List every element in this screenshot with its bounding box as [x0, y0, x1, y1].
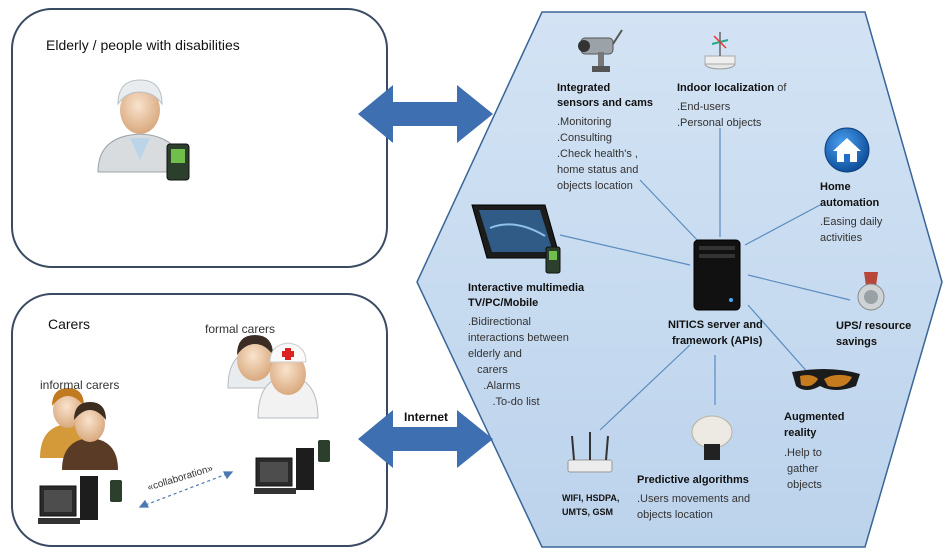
indoor-item: .End-users [677, 101, 731, 113]
predictive-title: Predictive algorithms [637, 474, 749, 486]
multimedia-item: carers [468, 364, 508, 376]
informal-carers-icon [40, 388, 118, 470]
server-label-line2: framework (APIs) [672, 335, 763, 347]
camera-icon [578, 29, 623, 72]
wireless-label-line1: WIFI, HSDPA, [562, 493, 620, 503]
sensors-item: .Check health's , [557, 148, 638, 160]
ar-glasses-icon [792, 368, 860, 390]
server-label-line1: NITICS server and [668, 319, 763, 331]
ar-item: gather [784, 463, 819, 475]
localization-sensor-icon [704, 32, 736, 70]
multimedia-title-line1: Interactive multimedia [468, 282, 585, 294]
home-item: activities [820, 232, 863, 244]
multimedia-item: .Bidirectional [468, 316, 531, 328]
top-double-arrow [358, 85, 493, 143]
resource-savings-icon [857, 272, 885, 311]
ups-label-line2: savings [836, 336, 877, 348]
ar-item: .Help to [784, 447, 822, 459]
sensors-title-line2: sensors and cams [557, 97, 653, 109]
ar-title-line1: Augmented [784, 411, 845, 423]
indoor-item: .Personal objects [677, 117, 762, 129]
ups-label-line1: UPS/ resource [836, 320, 912, 332]
internet-double-arrow [358, 410, 493, 468]
predictive-device-icon [691, 415, 733, 460]
carers-panel-title: Carers [48, 316, 91, 332]
user-mobile-icon [166, 143, 190, 181]
ar-item: objects [784, 479, 822, 491]
predictive-item: objects location [637, 509, 713, 521]
predictive-item: .Users movements and [637, 493, 751, 505]
server-icon [693, 239, 741, 311]
internet-label: Internet [404, 410, 449, 424]
elderly-user-icon [97, 79, 183, 173]
sensors-item: objects location [557, 180, 633, 192]
users-panel-title: Elderly / people with disabilities [46, 37, 240, 53]
indoor-title-suffix: of [774, 82, 787, 94]
indoor-title-row: Indoor localization of [677, 81, 786, 95]
nitics-hexagon [416, 11, 943, 548]
formal-carers-label: formal carers [205, 322, 276, 336]
home-item: .Easing daily [820, 216, 883, 228]
multimedia-title-line2: TV/PC/Mobile [468, 297, 539, 309]
router-icon [567, 432, 613, 473]
multimedia-item: elderly and [468, 348, 522, 360]
informal-carers-computer-icon [38, 476, 122, 524]
collaboration-arrow [138, 471, 234, 508]
tablet-icon [471, 204, 561, 274]
formal-carers-computer-icon [254, 440, 330, 494]
informal-carers-label: informal carers [40, 378, 120, 392]
sensors-item: .Consulting [557, 132, 613, 144]
sensors-title-line1: Integrated [557, 82, 611, 94]
home-title-line2: automation [820, 197, 880, 209]
multimedia-item: .Alarms [468, 380, 521, 392]
connector-lines [559, 128, 851, 431]
multimedia-item: .To-do list [468, 396, 540, 408]
home-title-line1: Home [820, 181, 851, 193]
formal-carers-icon [227, 335, 319, 419]
sensors-item: .Monitoring [557, 116, 612, 128]
wireless-label-line2: UMTS, GSM [562, 507, 613, 517]
sensors-item: home status and [557, 164, 639, 176]
home-icon [824, 127, 870, 173]
indoor-title: Indoor localization [677, 82, 775, 94]
ar-title-line2: reality [784, 427, 817, 439]
multimedia-item: interactions between [468, 332, 569, 344]
